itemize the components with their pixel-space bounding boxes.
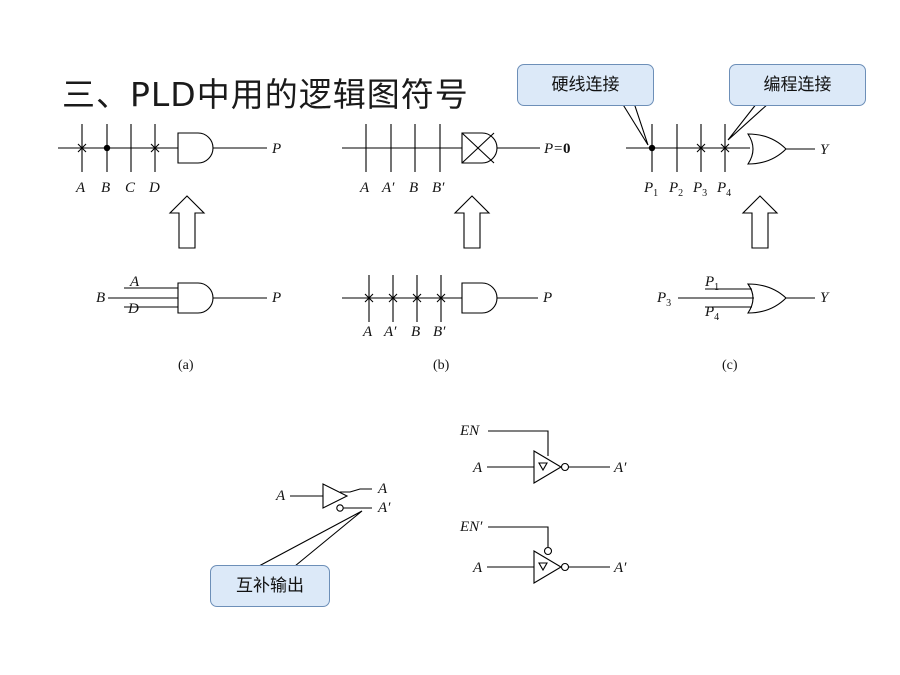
- input-label: A: [472, 460, 483, 476]
- and-gate: [177, 282, 214, 314]
- input-label-P1: P1: [704, 274, 719, 293]
- output-label-Y: Y: [820, 290, 830, 306]
- programmed-cross-mark: [720, 143, 730, 153]
- input-label: A: [362, 324, 373, 340]
- programmed-cross-mark: [364, 293, 374, 303]
- output-label-P: P: [271, 141, 281, 157]
- up-arrow: [741, 195, 779, 249]
- up-arrow: [453, 195, 491, 249]
- complementary-output-buffer: A A A′: [275, 481, 391, 516]
- enable-label: EN′: [459, 519, 483, 535]
- tristate-inverter-active-low: EN′ A A′: [459, 519, 627, 584]
- tristate-inverter-active-high: EN A A′: [459, 423, 627, 484]
- svg-text:P2: P2: [668, 180, 683, 199]
- input-label: A: [472, 560, 483, 576]
- panel-b-bottom: P A A′ B B′ (b): [342, 275, 552, 373]
- and-gate: [461, 282, 498, 314]
- inversion-bubble: [560, 562, 570, 572]
- svg-text:P1: P1: [643, 180, 658, 199]
- inverter-triangle: [533, 550, 563, 584]
- output-label: A′: [613, 460, 627, 476]
- inversion-bubble: [560, 462, 570, 472]
- inversion-bubble: [336, 504, 344, 512]
- programmed-cross-mark: [77, 143, 87, 153]
- input-label-C: C: [125, 180, 136, 196]
- input-label: B′: [433, 324, 446, 340]
- hard-connection-dot: [103, 144, 111, 152]
- output-label-P: P: [271, 290, 281, 306]
- callout-pointer: [258, 510, 363, 567]
- buffer-output-complement: A′: [377, 500, 391, 516]
- output-label-P: P: [542, 290, 552, 306]
- output-label-P: P: [543, 141, 553, 157]
- or-gate: [746, 133, 787, 165]
- enable-inversion-bubble: [543, 546, 553, 556]
- input-label-A: A: [75, 180, 86, 196]
- input-label-B: B: [96, 290, 105, 306]
- input-label-D: D: [127, 301, 139, 317]
- input-label-P3: P3: [656, 290, 671, 309]
- input-label-B: B: [101, 180, 110, 196]
- callout-complementary-output: 互补输出: [210, 565, 330, 607]
- input-label: A′: [381, 180, 395, 196]
- programmed-cross-mark: [412, 293, 422, 303]
- panel-a-top: P A B C D: [58, 124, 281, 196]
- buffer-triangle: [322, 483, 349, 509]
- or-gate: [746, 283, 787, 314]
- and-gate-with-x: [461, 132, 498, 164]
- caption-b: (b): [433, 358, 450, 373]
- buffer-output-true: A: [377, 481, 388, 497]
- inverter-triangle: [533, 450, 563, 484]
- hard-connection-dot: [648, 144, 656, 152]
- output-value-zero: 0: [563, 141, 571, 157]
- panel-c-top: Y P1 P2 P3 P4: [626, 124, 830, 199]
- subscript-labels: P1 P2 P3 P4: [643, 180, 731, 199]
- panel-a-bottom: B A D P (a): [96, 274, 281, 373]
- programmed-cross-mark: [696, 143, 706, 153]
- panel-b-top: P = 0 A A′ B B′: [342, 124, 571, 196]
- equals-sign: =: [554, 141, 562, 157]
- input-label: B: [411, 324, 420, 340]
- programmed-cross-mark: [436, 293, 446, 303]
- input-label: A′: [383, 324, 397, 340]
- tristate-mini-triangle: [538, 462, 548, 472]
- input-label-D: D: [148, 180, 160, 196]
- input-label: B: [409, 180, 418, 196]
- up-arrow: [168, 195, 206, 249]
- output-label: A′: [613, 560, 627, 576]
- svg-text:P4: P4: [716, 180, 731, 199]
- buffer-input-label: A: [275, 488, 286, 504]
- callout-programmed-connection: 编程连接: [729, 64, 866, 106]
- enable-label: EN: [459, 423, 480, 439]
- callout-pointer: [621, 102, 649, 146]
- panel-c-bottom: P3 P1 P4 Y (c): [656, 274, 830, 373]
- output-label-Y: Y: [820, 142, 830, 158]
- programmed-cross-mark: [388, 293, 398, 303]
- caption-a: (a): [178, 358, 194, 373]
- callout-hard-connection: 硬线连接: [517, 64, 654, 106]
- tristate-mini-triangle: [538, 562, 548, 572]
- and-gate: [177, 132, 214, 164]
- input-label: B′: [432, 180, 445, 196]
- programmed-cross-mark: [150, 143, 160, 153]
- page-title: 三、PLD中用的逻辑图符号: [62, 75, 469, 114]
- input-label-A: A: [129, 274, 140, 290]
- input-label: A: [359, 180, 370, 196]
- caption-c: (c): [722, 358, 738, 373]
- svg-text:P3: P3: [692, 180, 707, 199]
